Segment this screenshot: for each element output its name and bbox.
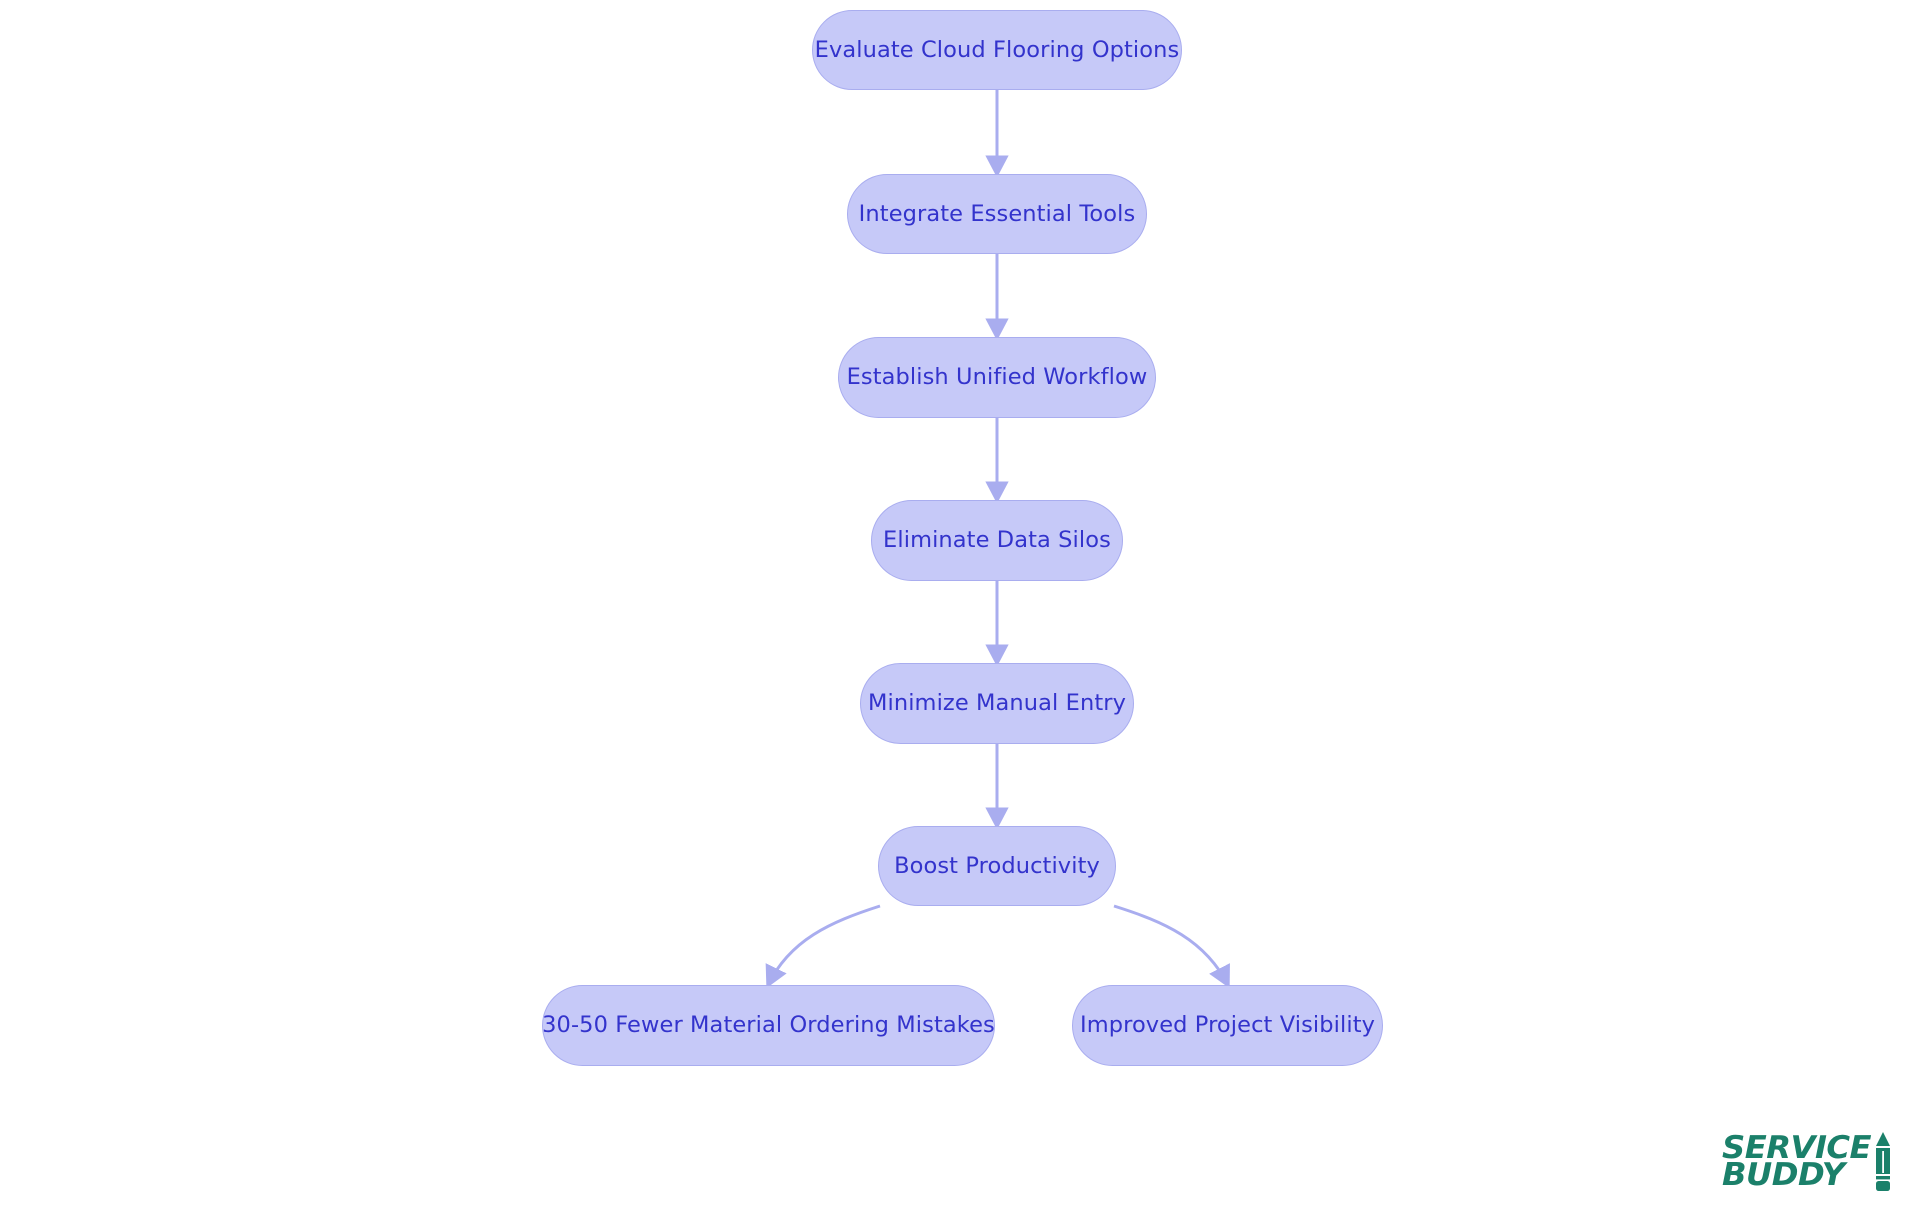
logo-line-buddy: BUDDY (1721, 1157, 1845, 1193)
node-label: Boost Productivity (894, 852, 1100, 879)
node-label: Establish Unified Workflow (846, 364, 1148, 391)
node-eliminate-data-silos[interactable]: Eliminate Data Silos (871, 500, 1123, 581)
node-boost-productivity[interactable]: Boost Productivity (878, 826, 1116, 906)
logo-wordmark: SERVICE BUDDY (1722, 1133, 1872, 1190)
edge-boost-to-project-visibility (1113, 904, 1230, 989)
node-label: 30-50 Fewer Material Ordering Mistakes (542, 1012, 995, 1039)
node-improved-project-visibility[interactable]: Improved Project Visibility (1072, 985, 1383, 1066)
node-label: Evaluate Cloud Flooring Options (814, 36, 1180, 63)
node-evaluate-cloud-flooring-options[interactable]: Evaluate Cloud Flooring Options (812, 10, 1182, 90)
node-label: Improved Project Visibility (1079, 1012, 1376, 1039)
node-minimize-manual-entry[interactable]: Minimize Manual Entry (860, 663, 1134, 744)
node-30-50-fewer-material-ordering-mistakes[interactable]: 30-50 Fewer Material Ordering Mistakes (542, 985, 995, 1066)
node-establish-unified-workflow[interactable]: Establish Unified Workflow (838, 337, 1156, 418)
brand-logo: SERVICE BUDDY (1722, 1131, 1894, 1193)
node-label: Integrate Essential Tools (858, 200, 1136, 227)
edge-boost-to-fewer-mistakes (765, 904, 881, 989)
logo-line-service: SERVICE (1721, 1130, 1872, 1167)
node-label: Minimize Manual Entry (867, 690, 1127, 717)
node-label: Eliminate Data Silos (883, 527, 1111, 554)
node-integrate-essential-tools[interactable]: Integrate Essential Tools (847, 174, 1147, 254)
pencil-icon (1876, 1132, 1890, 1191)
